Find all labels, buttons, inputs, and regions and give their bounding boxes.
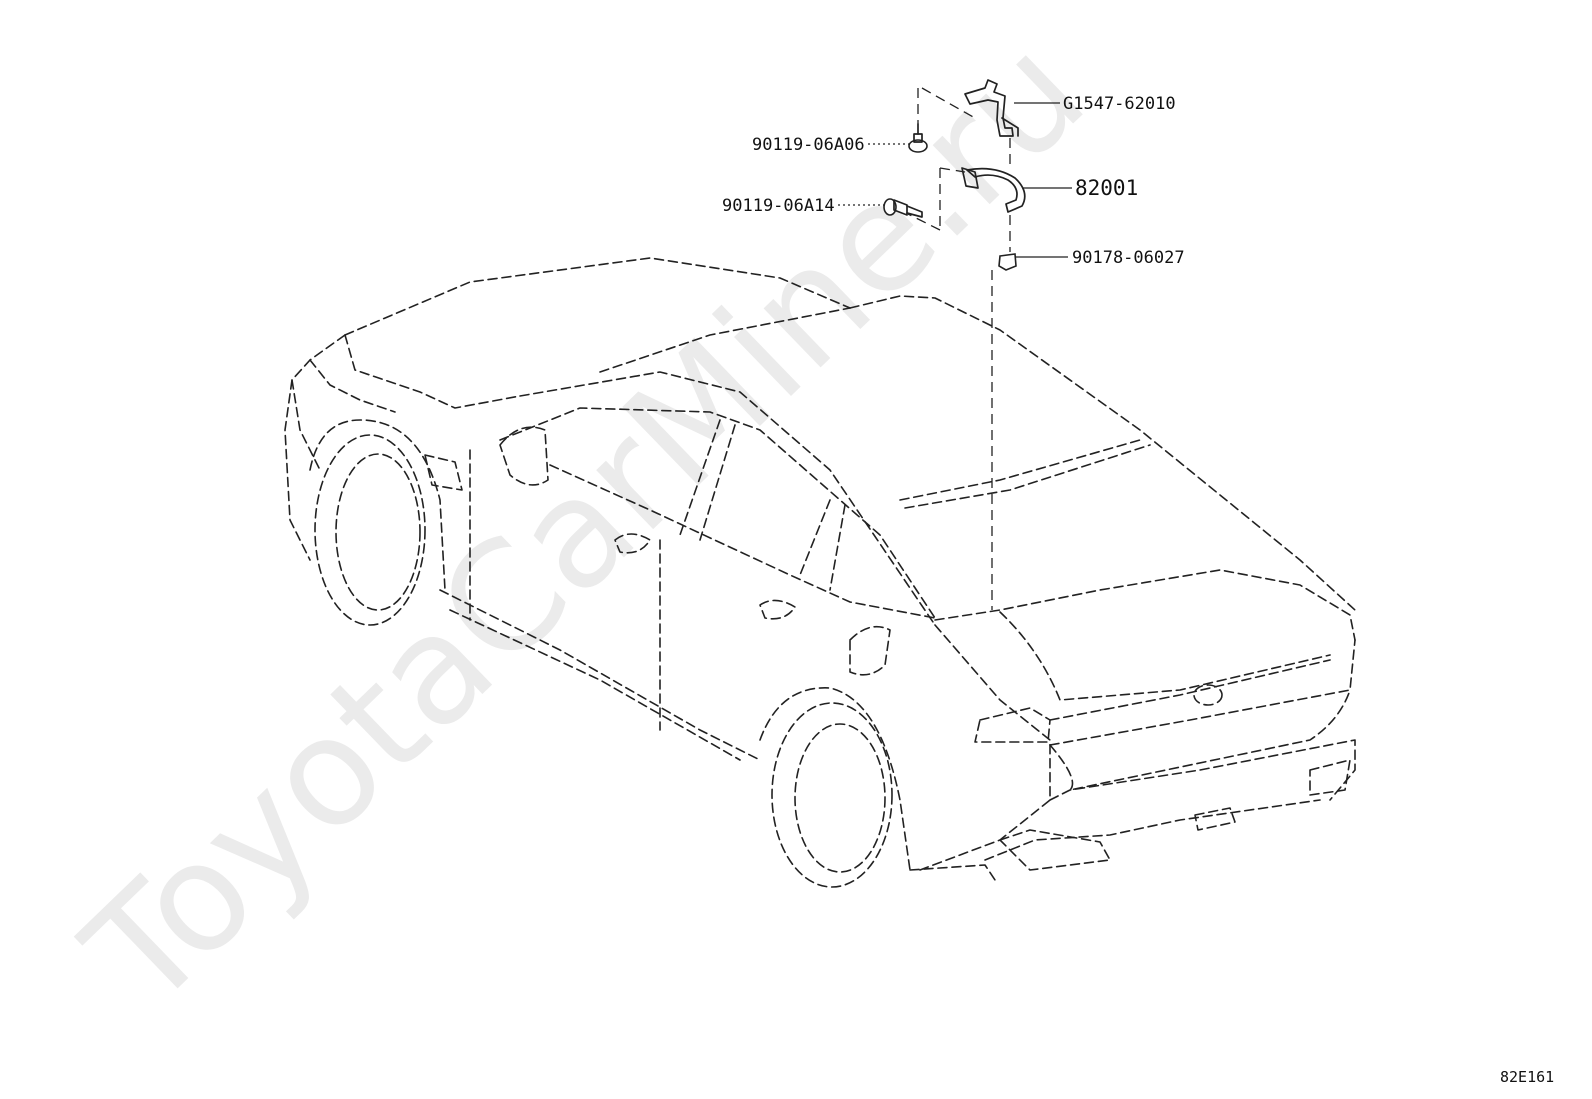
leader-lines [838, 102, 1072, 258]
bracket-g1547-62010 [964, 79, 1019, 137]
part-label-90178-06027: 90178-06027 [1072, 248, 1185, 268]
assembly-lines [907, 87, 1011, 610]
bolt-90119-06a06 [908, 123, 928, 153]
nut-90178-06027 [998, 253, 1017, 271]
bolt-90119-06a14 [883, 198, 923, 218]
watermark: ToyotaCarMine.ru [53, 5, 1117, 1041]
vehicle-outline [284, 257, 1356, 888]
part-label-90119-06a14: 90119-06A14 [722, 196, 835, 216]
clamp-82001 [961, 167, 1026, 213]
part-label-g1547-62010: G1547-62010 [1063, 94, 1176, 114]
part-label-82001: 82001 [1075, 176, 1138, 200]
part-label-90119-06a06: 90119-06A06 [752, 135, 865, 155]
diagram-code: 82E161 [1500, 1068, 1554, 1086]
